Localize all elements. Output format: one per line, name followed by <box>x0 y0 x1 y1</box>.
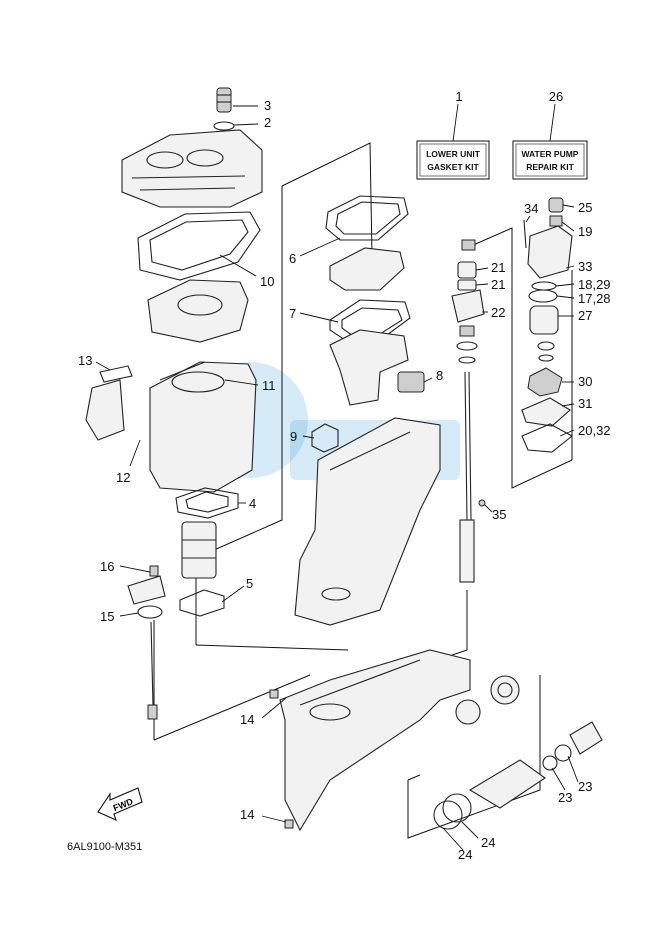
callout-label: 31 <box>578 396 592 411</box>
callout-label: 4 <box>249 496 256 511</box>
callout-label: 25 <box>578 200 592 215</box>
callout-26: 26 <box>549 89 563 104</box>
part-adapter-plate[interactable] <box>329 247 405 291</box>
kit-box-water-pump-repair[interactable]: WATER PUMP REPAIR KIT 26 <box>512 89 588 180</box>
callout-label: 6 <box>289 251 296 266</box>
part-bracket-13[interactable] <box>85 365 133 441</box>
kit-line1: LOWER UNIT <box>426 149 481 159</box>
part-seal-9[interactable] <box>311 423 339 453</box>
callout-label: 16 <box>100 559 114 574</box>
part-damper-8[interactable] <box>397 371 425 393</box>
part-oil-pan-housing[interactable] <box>149 361 257 493</box>
part-oring-24[interactable] <box>433 793 472 830</box>
callout-label: 17,28 <box>578 291 611 306</box>
callout-label: 18,29 <box>578 277 611 292</box>
kit-box-lower-unit-gasket[interactable]: LOWER UNIT GASKET KIT 1 <box>416 89 490 180</box>
part-shift-rod[interactable] <box>147 621 158 720</box>
kit-line2: REPAIR KIT <box>526 162 574 172</box>
callout-label: 3 <box>264 98 271 113</box>
part-lower-casing[interactable] <box>279 649 471 832</box>
fwd-arrow-icon: FWD <box>97 787 143 822</box>
callout-label: 34 <box>524 201 538 216</box>
part-water-pump[interactable] <box>521 197 573 453</box>
callout-label: 30 <box>578 374 592 389</box>
callout-label: 23 <box>558 790 572 805</box>
part-cylinder-block[interactable] <box>121 129 263 208</box>
callout-label: 33 <box>578 259 592 274</box>
callout-label: 20,32 <box>578 423 611 438</box>
part-bolt-35[interactable] <box>478 499 486 507</box>
callouts: 3 2 6 10 13 7 11 8 9 12 4 16 5 15 14 14 … <box>78 98 611 862</box>
part-exhaust-gasket-10[interactable] <box>137 211 261 281</box>
callout-label: 9 <box>290 429 297 444</box>
callout-label: 19 <box>578 224 592 239</box>
part-driveshaft-housing[interactable] <box>294 417 441 626</box>
drawing-code: 6AL9100-M351 <box>67 841 142 853</box>
part-oring-15[interactable] <box>137 605 163 619</box>
callout-label: 7 <box>289 306 296 321</box>
callout-label: 23 <box>578 779 592 794</box>
callout-label: 5 <box>246 576 253 591</box>
part-driveshaft[interactable] <box>451 239 485 583</box>
callout-label: 12 <box>116 470 130 485</box>
callout-label: 24 <box>458 847 472 862</box>
callout-label: 21 <box>491 260 505 275</box>
part-upper-casing[interactable] <box>329 329 409 406</box>
callout-label: 24 <box>481 835 495 850</box>
callout-label: 2 <box>264 115 271 130</box>
part-bracket-16[interactable] <box>127 565 166 605</box>
callout-label: 21 <box>491 277 505 292</box>
callout-label: 14 <box>240 712 254 727</box>
callout-label: 8 <box>436 368 443 383</box>
part-muffler[interactable] <box>181 521 217 579</box>
callout-label: 15 <box>100 609 114 624</box>
callout-1: 1 <box>455 89 462 104</box>
callout-label: 10 <box>260 274 274 289</box>
part-seal-5[interactable] <box>179 589 225 617</box>
callout-label: 11 <box>262 378 276 393</box>
callout-label: 13 <box>78 353 92 368</box>
part-gasket-4[interactable] <box>175 487 239 519</box>
part-gasket-7[interactable] <box>329 299 411 341</box>
part-exhaust-plate[interactable] <box>147 279 249 343</box>
callout-label: 22 <box>491 305 505 320</box>
part-gear-set[interactable] <box>455 675 520 725</box>
kit-line2: GASKET KIT <box>427 162 479 172</box>
kit-line1: WATER PUMP <box>522 149 579 159</box>
part-propeller-shaft-housing[interactable] <box>468 721 603 809</box>
part-bolt-14b[interactable] <box>284 819 294 829</box>
part-bolt-14a[interactable] <box>269 689 279 699</box>
callout-label: 35 <box>492 507 506 522</box>
part-gasket-6[interactable] <box>325 195 409 241</box>
callout-label: 27 <box>578 308 592 323</box>
callout-label: 14 <box>240 807 254 822</box>
part-thermostat-cover[interactable] <box>216 87 232 113</box>
